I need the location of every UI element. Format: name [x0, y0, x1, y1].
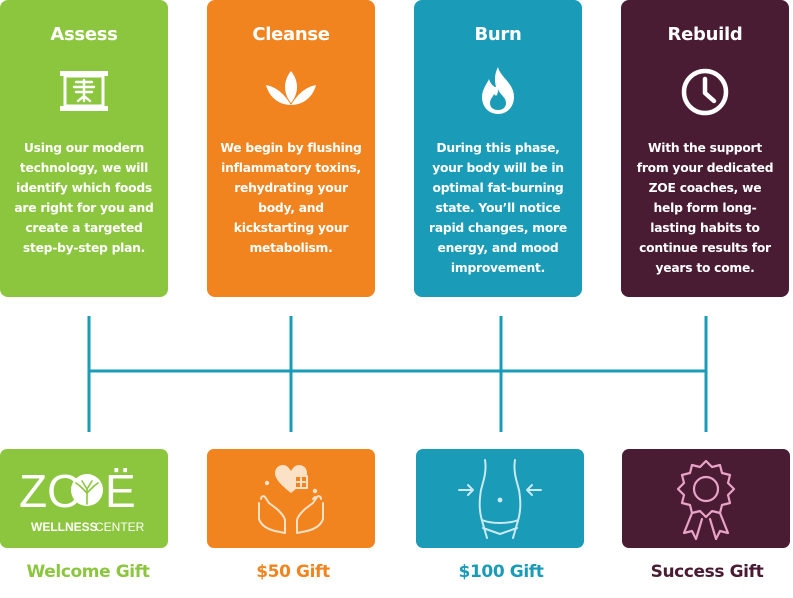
svg-text:WELLNESS: WELLNESS: [31, 520, 98, 534]
gift-label-100: $100 Gift: [458, 562, 544, 582]
svg-text:Ë: Ë: [105, 465, 136, 517]
stage-title: Burn: [474, 24, 522, 45]
clock-icon: [677, 63, 733, 119]
gift-label-success: Success Gift: [650, 562, 764, 582]
lotus-icon: [263, 63, 319, 119]
gift-label-welcome: Welcome Gift: [26, 562, 150, 582]
zoe-logo-icon: ZO Ë WELLNESS CENTER: [9, 459, 159, 539]
gift-label-50: $50 Gift: [256, 562, 330, 582]
waist-icon: [455, 454, 545, 544]
gift-tile-100: [416, 449, 584, 548]
flame-icon: [470, 63, 526, 119]
award-badge-icon: [666, 457, 746, 541]
svg-text:CENTER: CENTER: [95, 520, 145, 534]
gift-tile-50: [207, 449, 375, 548]
stage-title: Rebuild: [667, 24, 743, 45]
gift-tile-welcome: ZO Ë WELLNESS CENTER: [0, 449, 168, 548]
gift-tile-success: [622, 449, 790, 548]
heart-hands-icon: [251, 459, 331, 539]
stage-title: Assess: [50, 24, 118, 45]
stage-title: Cleanse: [252, 24, 330, 45]
stage-card-burn: Burn During this phase,your body will be…: [414, 0, 582, 297]
chinese-scroll-icon: [56, 63, 112, 119]
